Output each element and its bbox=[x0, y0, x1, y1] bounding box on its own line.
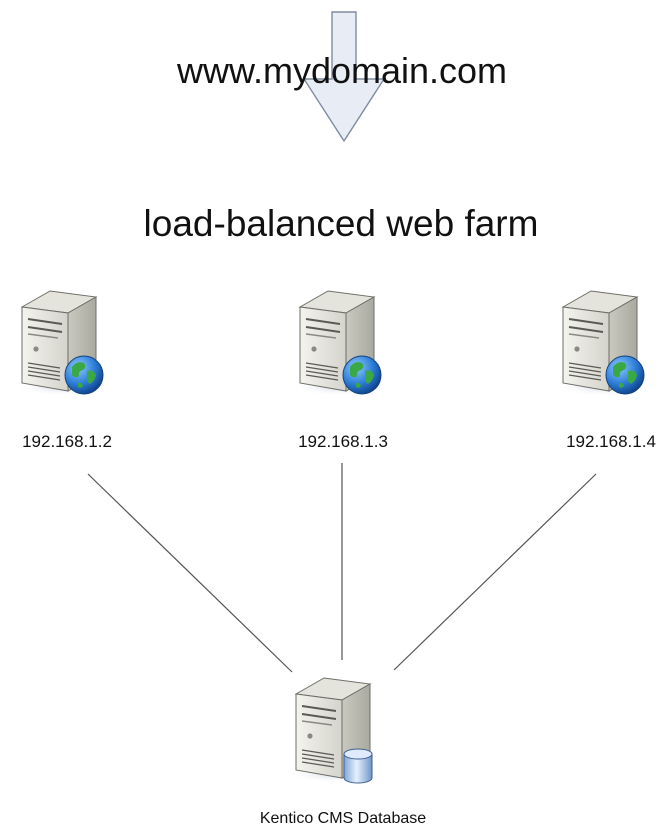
server-1-ip-label: 192.168.1.2 bbox=[22, 432, 112, 451]
incoming-arrow-icon bbox=[302, 11, 386, 143]
connection-line-server-1 bbox=[87, 473, 293, 673]
web-server-icon-3 bbox=[555, 291, 651, 396]
domain-label: www.mydomain.com bbox=[176, 50, 508, 91]
server-2-ip-label: 192.168.1.3 bbox=[298, 432, 388, 451]
server-3-ip-label: 192.168.1.4 bbox=[566, 432, 656, 451]
database-server-icon bbox=[288, 678, 384, 783]
web-server-icon-1 bbox=[14, 291, 110, 396]
web-farm-title: load-balanced web farm bbox=[143, 203, 539, 244]
connection-line-server-3 bbox=[393, 473, 597, 671]
database-label: Kentico CMS Database bbox=[259, 810, 427, 827]
web-server-icon-2 bbox=[292, 291, 388, 396]
